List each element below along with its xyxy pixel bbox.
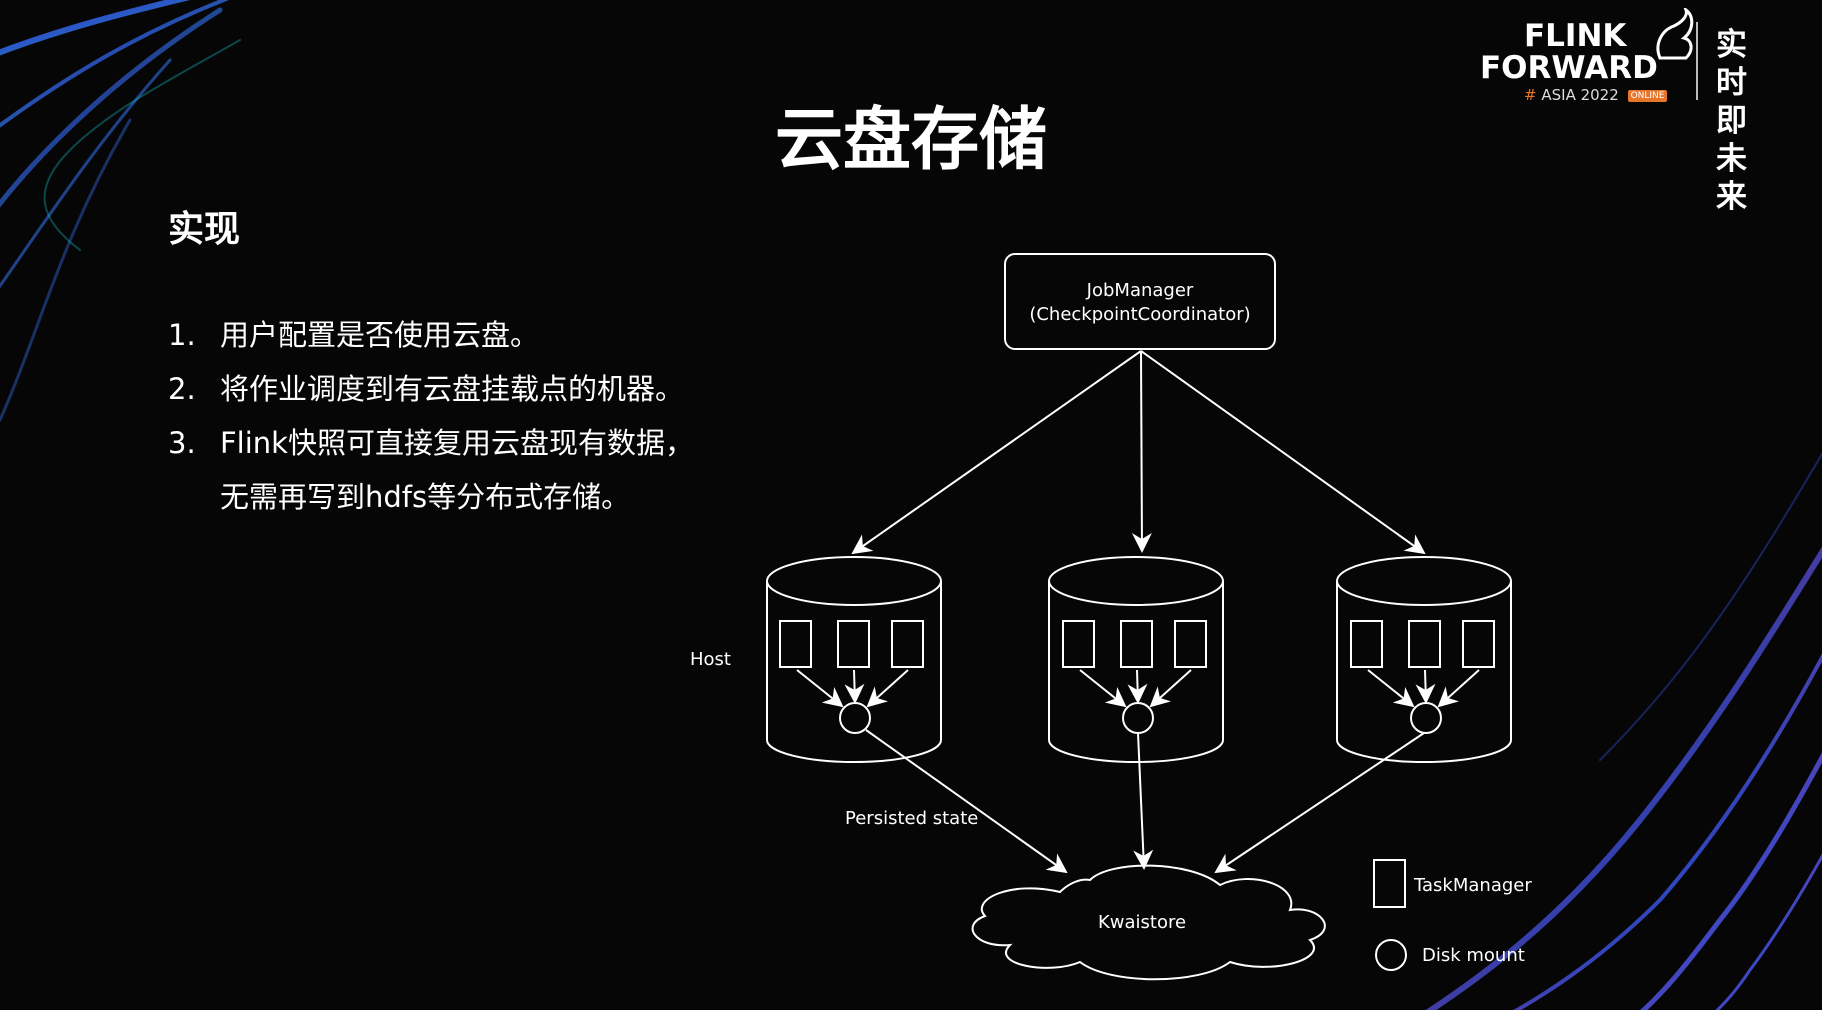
section-heading: 实现	[168, 209, 241, 250]
taskmanager-box	[837, 620, 870, 668]
taskmanager-box	[779, 620, 812, 668]
jobmanager-box	[1004, 253, 1276, 350]
legend-disk-mount-icon	[1375, 939, 1407, 971]
host-label: Host	[690, 649, 731, 670]
list-item: 1. 用户配置是否使用云盘。	[168, 308, 768, 362]
step-list: 1. 用户配置是否使用云盘。 2. 将作业调度到有云盘挂载点的机器。 3. Fl…	[168, 308, 768, 524]
disk-mount-circle	[1122, 702, 1154, 734]
host-node-3	[1336, 556, 1512, 763]
taskmanager-box	[891, 620, 924, 668]
legend-disk-mount-label: Disk mount	[1422, 945, 1525, 966]
kwaistore-label: Kwaistore	[1098, 912, 1186, 933]
persisted-state-label: Persisted state	[845, 808, 978, 829]
online-badge: ONLINE	[1627, 89, 1668, 102]
logo-subtitle: # ASIA 2022 ONLINE	[1524, 86, 1668, 104]
step-number: 1.	[168, 318, 196, 352]
logo-line-flink: FLINK	[1524, 18, 1627, 54]
arrow-host2-kwaistore	[1133, 732, 1154, 870]
flink-forward-logo: FLINK FORWARD # ASIA 2022 ONLINE 实时即未来	[1480, 8, 1780, 215]
taskmanager-box	[1462, 620, 1495, 668]
taskmanager-box	[1408, 620, 1441, 668]
step-text: Flink快照可直接复用云盘现有数据，	[220, 426, 694, 460]
arrow-host3-kwaistore	[1214, 732, 1425, 874]
taskmanager-box	[1062, 620, 1095, 668]
step-number: 2.	[168, 372, 196, 406]
step-text: 用户配置是否使用云盘。	[220, 318, 540, 352]
logo-year: ASIA 2022	[1541, 86, 1619, 104]
step-text: 将作业调度到有云盘挂载点的机器。	[220, 372, 685, 406]
page-title: 云盘存储	[774, 101, 1047, 180]
logo-line-forward: FORWARD	[1480, 50, 1658, 86]
list-item: 2. 将作业调度到有云盘挂载点的机器。	[168, 362, 768, 416]
arrow-host1-kwaistore	[865, 729, 1068, 874]
logo-chinese-tagline: 实时即未来	[1716, 27, 1747, 215]
taskmanager-box	[1120, 620, 1153, 668]
arrow-jobmanager-host2	[1131, 350, 1152, 553]
legend-taskmanager-label: TaskManager	[1413, 875, 1532, 896]
host-node-2	[1048, 556, 1224, 763]
jobmanager-title: JobManager	[1086, 280, 1194, 301]
host-node-1	[766, 556, 942, 763]
disk-mount-circle	[1410, 702, 1442, 734]
arrow-jobmanager-host1	[851, 350, 1142, 555]
step-text-continued: 无需再写到hdfs等分布式存储。	[220, 480, 631, 514]
kwaistore-cloud	[971, 864, 1326, 981]
logo-divider	[1696, 22, 1698, 100]
jobmanager-subtitle: (CheckpointCoordinator)	[1029, 304, 1250, 325]
legend-taskmanager-icon	[1373, 859, 1406, 908]
taskmanager-box	[1350, 620, 1383, 668]
list-item: 3. Flink快照可直接复用云盘现有数据， 无需再写到hdfs等分布式存储。	[168, 416, 768, 524]
taskmanager-box	[1174, 620, 1207, 668]
step-number: 3.	[168, 426, 196, 460]
logo-hash: #	[1524, 86, 1537, 104]
arrow-jobmanager-host3	[1140, 350, 1426, 555]
disk-mount-circle	[839, 702, 871, 734]
squirrel-icon	[1656, 8, 1694, 60]
